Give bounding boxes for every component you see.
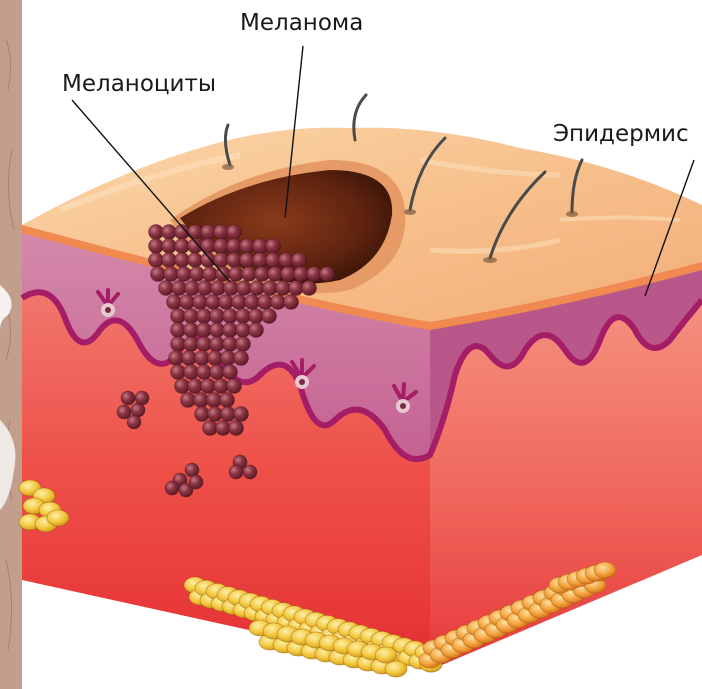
melanoma-cell	[223, 365, 238, 380]
melanoma-cell	[135, 391, 149, 405]
melanoma-cell	[302, 281, 317, 296]
melanoma-cell	[227, 225, 242, 240]
melanoma-cell	[220, 393, 235, 408]
melanoma-cell	[229, 421, 244, 436]
melanoma-cell	[127, 415, 141, 429]
melanoma-cell	[234, 351, 249, 366]
fat-lobule	[375, 647, 397, 663]
melanoma-cell	[266, 239, 281, 254]
fat-lobule	[47, 510, 69, 526]
melanoma-cell	[165, 481, 179, 495]
melanoma-cell	[121, 391, 135, 405]
melanoma-cell	[249, 323, 264, 338]
melanoma-cell	[320, 267, 335, 282]
melanoma-cell	[227, 379, 242, 394]
melanoma-cell	[189, 475, 203, 489]
melanoma-cell	[243, 465, 257, 479]
fat-lobule	[594, 562, 616, 578]
label-melanoma: Меланома	[240, 10, 363, 36]
melanoma-cell	[262, 309, 277, 324]
melanoma-cell	[292, 253, 307, 268]
label-melanocytes: Меланоциты	[62, 71, 216, 97]
label-epidermis: Эпидермис	[553, 121, 689, 147]
skin-photo-strip	[0, 0, 22, 689]
melanoma-cell	[234, 407, 249, 422]
melanoma-cell	[236, 337, 251, 352]
melanoma-cell	[229, 465, 243, 479]
melanoma-cell	[284, 295, 299, 310]
fat-lobule	[385, 661, 407, 677]
